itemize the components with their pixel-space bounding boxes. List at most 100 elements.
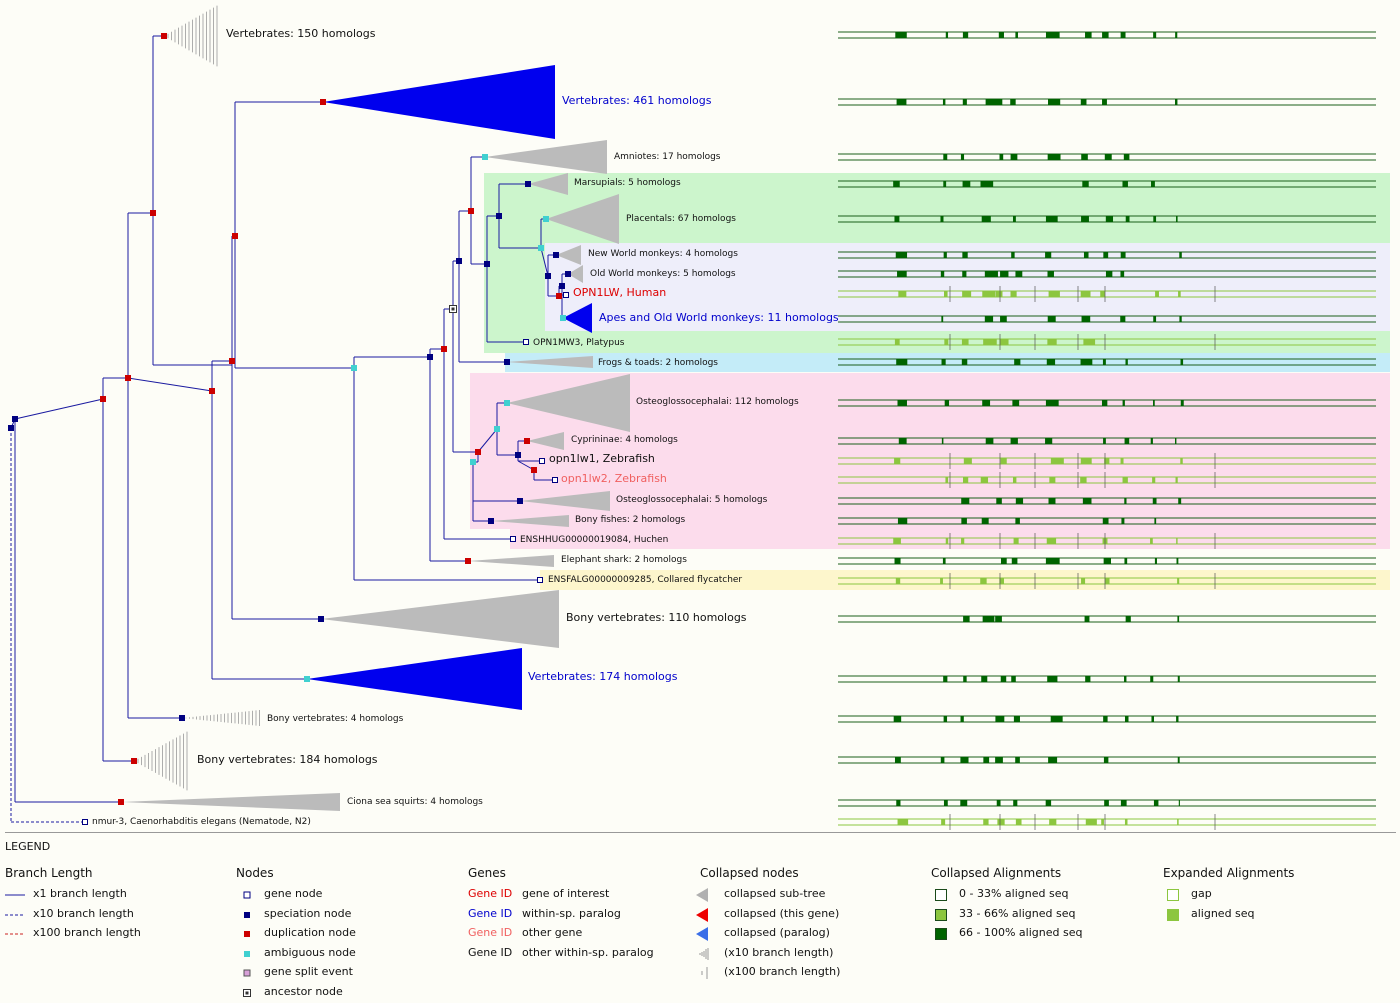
- alignment-block: [1105, 154, 1112, 160]
- leaf-elephant-shark: Elephant shark: 2 homologs: [561, 555, 687, 565]
- alignment-block: [996, 498, 1002, 504]
- speciation-node: [504, 359, 510, 365]
- alignment-block: [1106, 216, 1113, 222]
- alignment-block: [961, 716, 964, 722]
- speciation-node: [179, 715, 185, 721]
- x100-triangle-icon: [696, 966, 718, 980]
- alignment-block: [1177, 819, 1179, 825]
- alignment-block: [1178, 676, 1180, 682]
- alignment-block: [1177, 578, 1179, 584]
- leaf-bony-fishes: Bony fishes: 2 homologs: [575, 515, 686, 525]
- alignment-block: [1175, 32, 1177, 38]
- leaf-new-world-monkeys: New World monkeys: 4 homologs: [588, 249, 738, 259]
- alignment-block: [1013, 477, 1016, 483]
- white-swatch-icon: [931, 888, 953, 902]
- alignment-block: [1154, 518, 1156, 524]
- legend-heading: Expanded Alignments: [1163, 866, 1294, 886]
- alignment-block: [983, 819, 988, 825]
- alignment-block: [1181, 359, 1184, 365]
- duplication-node: [556, 293, 562, 299]
- leaf-opn1lw1-zebrafish: opn1lw1, Zebrafish: [549, 452, 655, 465]
- alignment-block: [1125, 359, 1127, 365]
- alignment-block: [1153, 316, 1156, 322]
- alignment-block: [896, 252, 907, 258]
- leaf-cyprininae: Cyprininae: 4 homologs: [571, 435, 678, 445]
- alignment-block: [1179, 316, 1181, 322]
- duplication-node: [468, 208, 474, 214]
- alignment-block: [962, 252, 967, 258]
- alignment-block: [896, 359, 907, 365]
- alignment-block: [964, 458, 972, 464]
- ambiguous-node: [504, 400, 510, 406]
- alignment-block: [1178, 291, 1181, 297]
- alignment-block: [981, 676, 987, 682]
- alignment-block: [1001, 458, 1007, 464]
- alignment-block: [943, 558, 946, 564]
- ambiguous-node: [351, 365, 357, 371]
- alignment-block: [983, 339, 997, 345]
- duplication-node: [441, 346, 447, 352]
- alignment-block: [896, 800, 900, 806]
- collapsed-subtrees: [121, 6, 630, 811]
- alignment-block: [946, 538, 948, 544]
- alignment-block: [995, 757, 1003, 763]
- alignment-block: [1153, 216, 1156, 222]
- legend-item: x100 branch length: [5, 925, 93, 945]
- alignment-block: [941, 271, 944, 277]
- alignment-block: [1104, 757, 1108, 763]
- alignment-block: [981, 477, 988, 483]
- legend-item: (x10 branch length): [696, 945, 799, 965]
- alignment-block: [961, 518, 967, 524]
- leaf-amniotes: Amniotes: 17 homologs: [614, 152, 721, 162]
- alignment-block: [1085, 32, 1092, 38]
- legend-item: ambiguous node: [236, 945, 274, 965]
- alignment-block: [1175, 438, 1176, 444]
- alignment-block: [1081, 458, 1092, 464]
- ancestor-node-core: [452, 308, 455, 311]
- alignment-block: [1152, 477, 1155, 483]
- alignment-block: [1011, 252, 1014, 258]
- alignment-row: [838, 814, 1376, 830]
- collapsed-subtree: [121, 793, 340, 811]
- alignment-block: [1104, 558, 1111, 564]
- duplication-node: [232, 233, 238, 239]
- duplication-node: [161, 33, 167, 39]
- alignment-block: [960, 757, 968, 763]
- legend-item: collapsed sub-tree: [696, 886, 799, 906]
- ambiguous-node: [543, 216, 549, 222]
- alignment-block: [943, 181, 946, 187]
- alignment-block: [895, 339, 900, 345]
- alignment-block: [1081, 216, 1089, 222]
- duplication-node: [100, 396, 106, 402]
- alignment-block: [1085, 676, 1090, 682]
- alignment-block: [1048, 316, 1056, 322]
- speciation-node: [517, 498, 523, 504]
- alignment-block: [1177, 558, 1179, 564]
- leaf-vertebrates-461: Vertebrates: 461 homologs: [562, 94, 712, 107]
- legend-divider: [5, 832, 1396, 833]
- alignment-block: [941, 757, 945, 763]
- alignment-block: [961, 498, 969, 504]
- alignment-block: [963, 616, 969, 622]
- legend-heading: Collapsed nodes: [700, 866, 799, 886]
- alignment-block: [1051, 716, 1063, 722]
- alignment-block: [1151, 181, 1155, 187]
- alignment-block: [980, 578, 986, 584]
- alignment-block: [1047, 271, 1053, 277]
- alignment-block: [1014, 359, 1020, 365]
- alignment-block: [963, 99, 967, 105]
- alignment-block: [1000, 316, 1007, 322]
- leaf-bony-vertebrates-110: Bony vertebrates: 110 homologs: [566, 611, 747, 624]
- collapsed-subtree: [321, 590, 559, 648]
- alignment-block: [1047, 359, 1055, 365]
- alignment-block: [894, 216, 899, 222]
- alignment-block: [1121, 252, 1126, 258]
- alignment-row: [838, 757, 1376, 763]
- legend-branch-length: Branch Length x1 branch length x10 branc…: [5, 866, 93, 945]
- alignment-row: [838, 716, 1376, 722]
- alignment-block: [1046, 800, 1051, 806]
- legend-heading: Branch Length: [5, 866, 93, 886]
- speciation-node: [565, 271, 571, 277]
- alignment-block: [896, 578, 900, 584]
- alignment-block: [1103, 716, 1107, 722]
